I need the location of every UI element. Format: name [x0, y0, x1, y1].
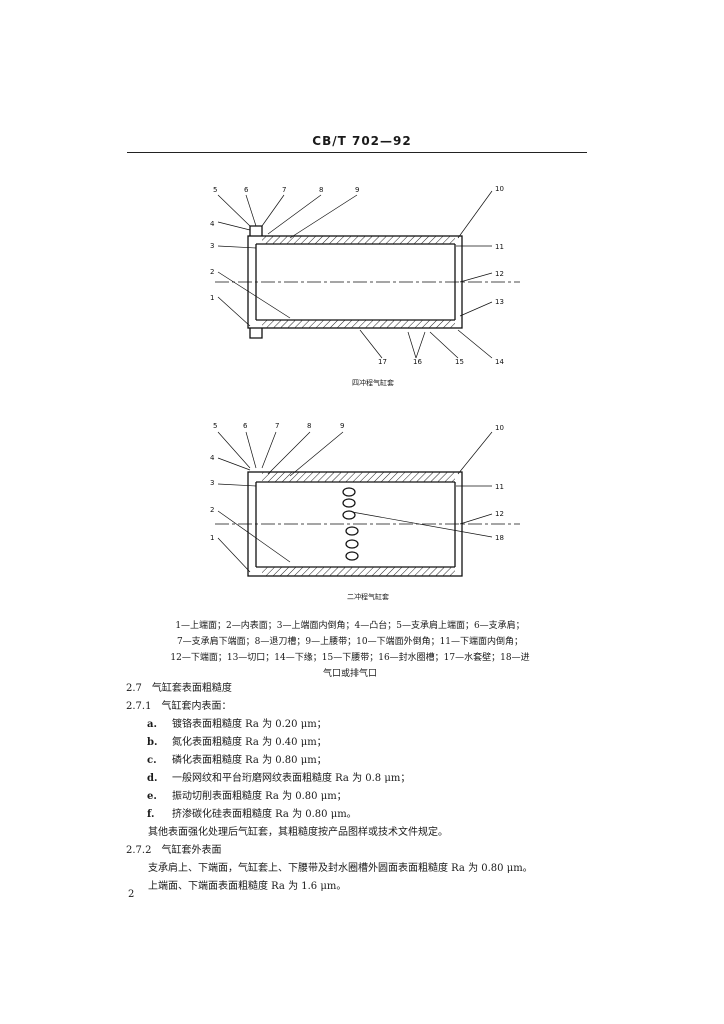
section-heading: 2.7 气缸套表面粗糙度 [126, 683, 232, 694]
paragraph: 上端面、下端面表面粗糙度 Ra 为 1.6 μm。 [148, 881, 347, 892]
list-item: e.振动切削表面粗糙度 Ra 为 0.80 μm； [147, 791, 347, 802]
svg-text:3: 3 [210, 479, 214, 487]
legend-line: 7—支承肩下端面；8—退刀槽；9—上腰带；10—下端面外倒角；11—下端面内倒角… [176, 637, 524, 647]
svg-text:16: 16 [413, 358, 422, 366]
svg-text:2: 2 [210, 268, 214, 276]
figure-two-stroke-liner: 5 6 7 8 9 10 4 3 11 2 12 18 1 [210, 422, 520, 577]
figure-legend: 1—上端面；2—内表面；3—上端面内倒角；4—凸台；5—支承肩上端面；6—支承肩… [150, 618, 550, 682]
svg-text:8: 8 [319, 186, 323, 194]
svg-text:18: 18 [495, 534, 504, 542]
svg-text:10: 10 [495, 185, 504, 193]
svg-text:15: 15 [455, 358, 464, 366]
subsection-heading-inner: 2.7.1 气缸套内表面： [126, 701, 232, 712]
figure-four-stroke-liner: 5 6 7 8 9 10 4 3 11 2 12 1 13 17 16 15 1… [210, 185, 520, 366]
header-rule [127, 152, 587, 153]
note-paragraph: 其他表面强化处理后气缸套，其粗糙度按产品图样或技术文件规定。 [148, 827, 448, 838]
paragraph: 支承肩上、下端面，气缸套上、下腰带及封水圈槽外圆面表面粗糙度 Ra 为 0.80… [148, 863, 533, 874]
legend-line: 1—上端面；2—内表面；3—上端面内倒角；4—凸台；5—支承肩上端面；6—支承肩… [175, 621, 525, 631]
svg-text:11: 11 [495, 483, 504, 491]
svg-text:11: 11 [495, 243, 504, 251]
svg-text:4: 4 [210, 220, 215, 228]
section-body: 2.7 气缸套表面粗糙度 2.7.1 气缸套内表面： a.镀铬表面粗糙度 Ra … [126, 680, 586, 896]
svg-text:2: 2 [210, 506, 214, 514]
svg-text:9: 9 [355, 186, 359, 194]
subsection-heading-outer: 2.7.2 气缸套外表面 [126, 845, 222, 856]
list-item: a.镀铬表面粗糙度 Ra 为 0.20 μm； [147, 719, 327, 730]
svg-text:12: 12 [495, 510, 504, 518]
list-item: d.一般网纹和平台珩磨网纹表面粗糙度 Ra 为 0.8 μm； [147, 773, 411, 784]
legend-line: 气口或排气口 [322, 669, 377, 679]
figure2-caption: 二冲程气缸套 [347, 593, 389, 601]
wall-hatch-bottom-1 [262, 320, 455, 328]
svg-text:4: 4 [210, 454, 215, 462]
wall-hatch-top-1 [262, 236, 455, 244]
port-holes [342, 487, 359, 561]
svg-text:5: 5 [213, 186, 217, 194]
svg-text:6: 6 [244, 186, 249, 194]
svg-text:10: 10 [495, 424, 504, 432]
svg-text:7: 7 [275, 422, 279, 430]
svg-text:5: 5 [213, 422, 217, 430]
svg-text:6: 6 [243, 422, 248, 430]
svg-text:17: 17 [378, 358, 387, 366]
svg-text:7: 7 [282, 186, 286, 194]
figure1-caption: 四冲程气缸套 [352, 379, 394, 387]
svg-text:3: 3 [210, 242, 214, 250]
svg-text:12: 12 [495, 270, 504, 278]
standard-code-header: CB/T 702—92 [312, 134, 412, 148]
svg-text:14: 14 [495, 358, 504, 366]
svg-text:1: 1 [210, 294, 214, 302]
svg-text:8: 8 [307, 422, 311, 430]
list-item: b.氮化表面粗糙度 Ra 为 0.40 μm； [147, 737, 327, 748]
svg-text:9: 9 [340, 422, 344, 430]
list-item: f.挤渗碳化硅表面粗糙度 Ra 为 0.80 μm。 [147, 809, 357, 820]
page-number: 2 [128, 889, 135, 900]
list-item: c.磷化表面粗糙度 Ra 为 0.80 μm； [147, 755, 327, 766]
svg-text:1: 1 [210, 534, 214, 542]
svg-text:13: 13 [495, 298, 504, 306]
legend-line: 12—下端面；13—切口；14—下缘；15—下腰带；16—封水圈槽；17—水套壁… [170, 653, 530, 663]
